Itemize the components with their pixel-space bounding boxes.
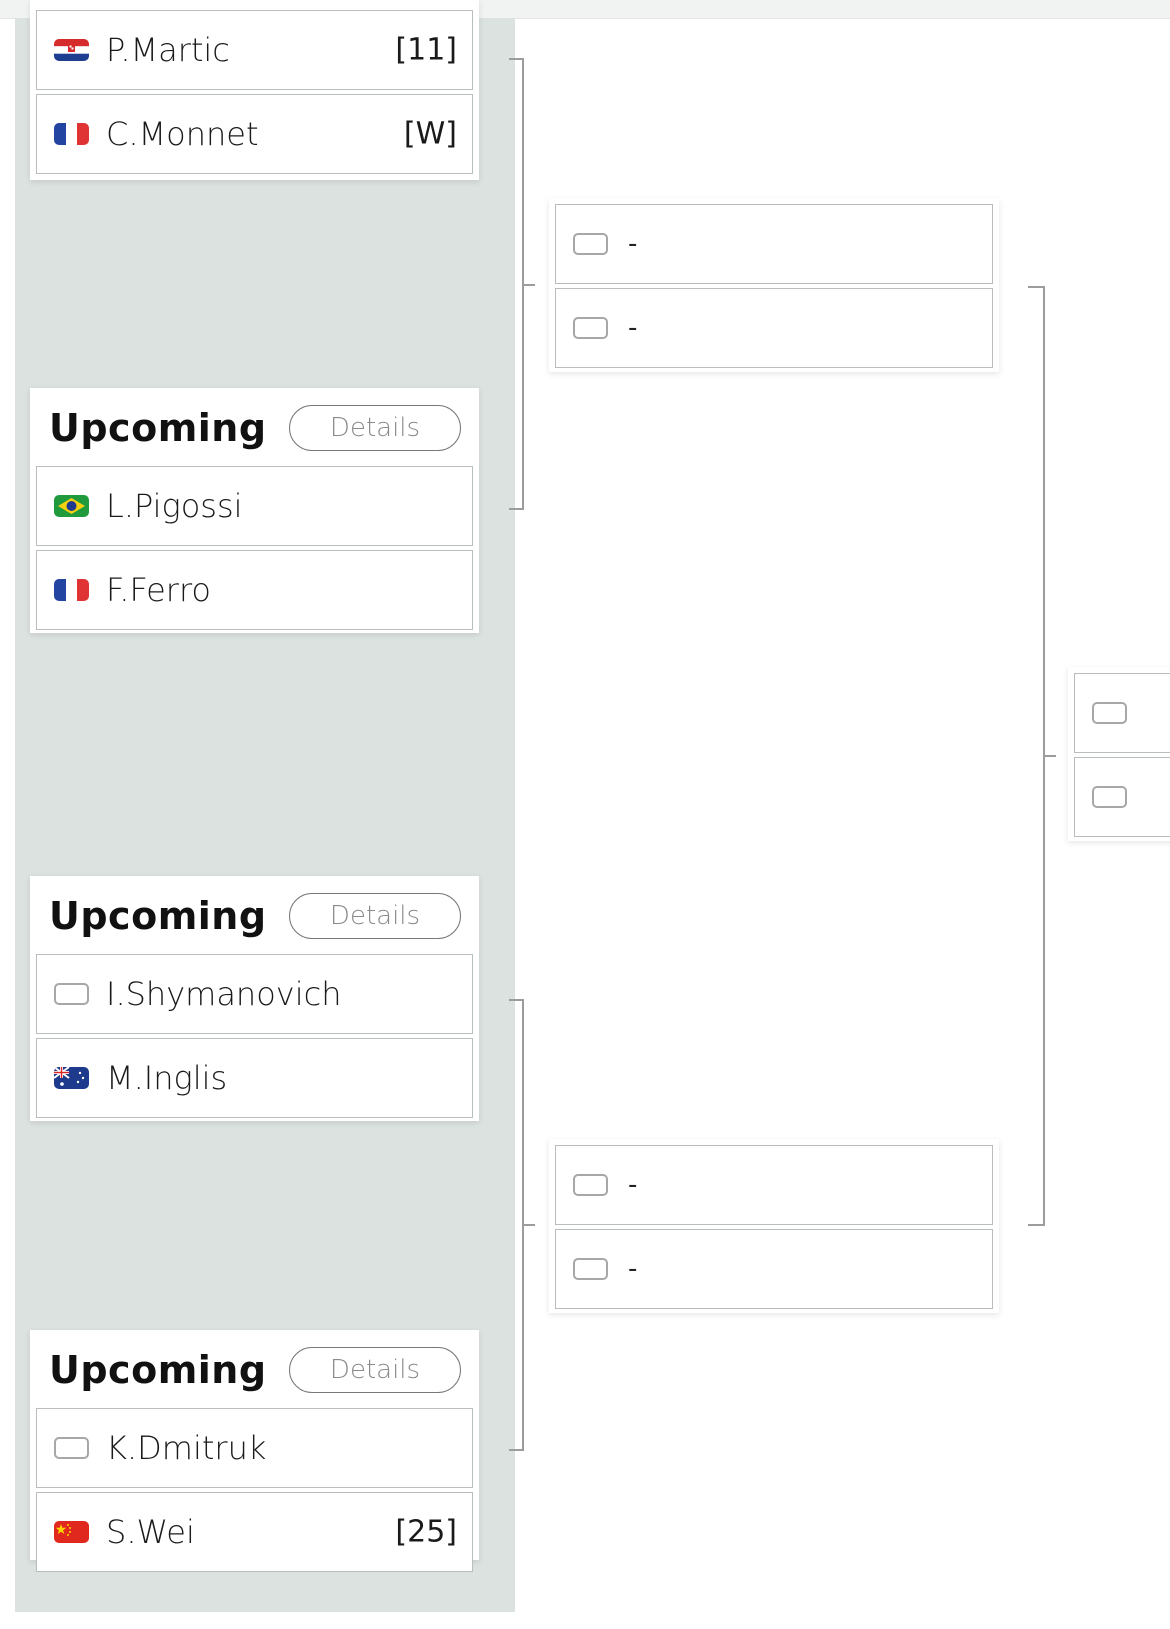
next-round-card-1: - - [549,198,999,372]
bracket-tick [1045,755,1056,757]
player-row[interactable]: - [555,1145,993,1225]
player-row[interactable]: S.Wei [25] [36,1492,473,1572]
empty-flag-icon [54,983,89,1005]
player-seed: [25] [395,1514,457,1550]
match-card-1: P.Martic [11] C.Monnet [W] [30,0,479,180]
player-name: M.Inglis [106,1059,228,1097]
china-flag-icon [54,1521,89,1543]
bottom-edge [0,1612,1170,1629]
player-name: - [628,313,638,343]
match-card-2: Upcoming Details L.Pigossi F.Ferro [30,388,479,633]
bracket-tick [524,284,535,286]
player-row[interactable]: M.Inglis [36,1038,473,1118]
player-row[interactable]: - [555,204,993,284]
player-name: S.Wei [106,1513,195,1551]
player-name: C.Monnet [106,115,259,153]
empty-flag-icon [1092,786,1127,808]
bracket-connector [509,58,524,510]
australia-flag-icon [54,1067,89,1089]
empty-flag-icon [1092,702,1127,724]
player-name: - [628,1170,638,1200]
brazil-flag-icon [54,495,89,517]
player-name: - [628,229,638,259]
empty-flag-icon [573,233,608,255]
player-name: F.Ferro [106,571,211,609]
player-seed: [W] [403,116,457,152]
details-button[interactable]: Details [289,405,461,451]
player-row[interactable] [1074,757,1170,837]
player-name: I.Shymanovich [106,975,342,1013]
player-name: P.Martic [106,31,230,69]
empty-flag-icon [573,1174,608,1196]
player-row[interactable]: K.Dmitruk [36,1408,473,1488]
match-status: Upcoming [49,406,267,450]
player-name: L.Pigossi [106,487,243,525]
player-row[interactable]: - [555,288,993,368]
match-status: Upcoming [49,894,267,938]
player-row[interactable]: P.Martic [11] [36,10,473,90]
empty-flag-icon [54,1437,89,1459]
france-flag-icon [54,579,89,601]
france-flag-icon [54,123,89,145]
match-card-4: Upcoming Details K.Dmitruk S.Wei [25] [30,1330,479,1572]
player-row[interactable]: F.Ferro [36,550,473,630]
empty-flag-icon [573,1258,608,1280]
player-row[interactable]: C.Monnet [W] [36,94,473,174]
player-row[interactable]: L.Pigossi [36,466,473,546]
player-name: - [628,1254,638,1284]
third-round-card [1068,667,1170,841]
match-card-3: Upcoming Details I.Shymanovich M.Inglis [30,876,479,1121]
player-name: K.Dmitruk [106,1429,267,1467]
bracket-connector [509,999,524,1451]
bracket-connector [1028,286,1045,1226]
match-header: Upcoming Details [30,876,479,956]
match-header: Upcoming Details [30,1330,479,1410]
player-row[interactable]: I.Shymanovich [36,954,473,1034]
player-row[interactable]: - [555,1229,993,1309]
player-row[interactable] [1074,673,1170,753]
details-button[interactable]: Details [289,1347,461,1393]
bracket-tick [524,1224,535,1226]
details-button[interactable]: Details [289,893,461,939]
empty-flag-icon [573,317,608,339]
match-status: Upcoming [49,1348,267,1392]
player-seed: [11] [395,32,457,68]
next-round-card-2: - - [549,1139,999,1313]
match-header: Upcoming Details [30,388,479,468]
croatia-flag-icon [54,39,89,61]
